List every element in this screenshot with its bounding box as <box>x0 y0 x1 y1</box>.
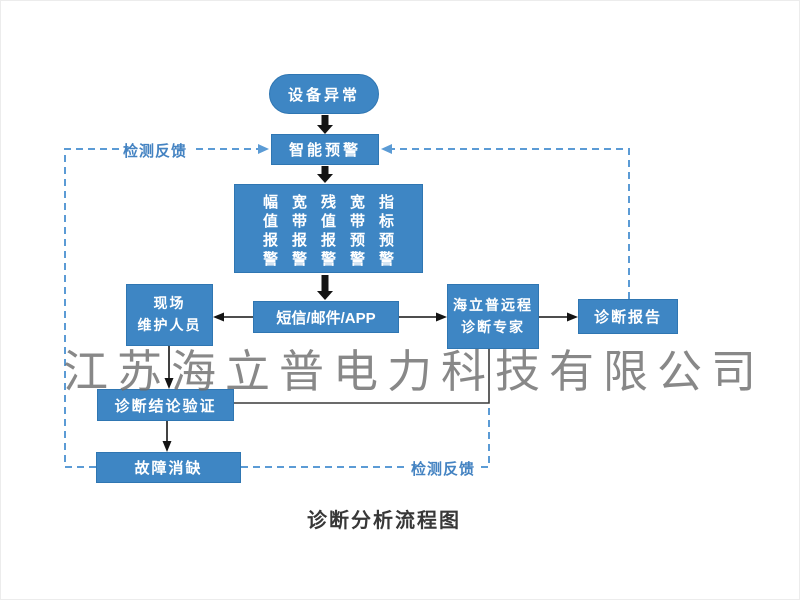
node-diagnosis-report: 诊断报告 <box>578 299 678 334</box>
node-label-line1: 现场 <box>153 295 186 312</box>
feedback-label-bottom: 检测反馈 <box>407 457 480 480</box>
node-fault-elimination: 故障消缺 <box>96 452 241 483</box>
node-label: 故障消缺 <box>134 460 203 477</box>
node-label: 诊断报告 <box>593 309 662 326</box>
arrow-right-icon <box>258 144 269 154</box>
node-label-line1: 海立普远程 <box>453 296 533 313</box>
node-label-line2: 维护人员 <box>137 317 202 333</box>
node-label: 诊断结论验证 <box>114 397 217 415</box>
node-intelligent-warning: 智能预警 <box>271 134 379 165</box>
node-label: 短信/邮件/APP <box>276 309 376 327</box>
alarm-type-column: 指标预警 <box>379 194 395 268</box>
arrow-down-icon <box>317 115 333 134</box>
arrow-down-icon <box>164 346 174 389</box>
arrow-down-icon <box>317 275 333 300</box>
feedback-label-top: 检测反馈 <box>119 139 192 162</box>
alarm-type-column: 宽带报警 <box>292 194 308 268</box>
node-equipment-abnormal: 设备异常 <box>269 74 379 114</box>
arrow-right-icon <box>399 312 447 322</box>
node-label-line2: 诊断专家 <box>461 318 525 335</box>
node-notification-channels: 短信/邮件/APP <box>253 301 399 333</box>
node-conclusion-verification: 诊断结论验证 <box>97 389 234 421</box>
node-label: 智能预警 <box>288 142 361 159</box>
node-alarm-types: 幅值报警 宽带报警 残值报警 宽带预警 指标预警 <box>234 184 423 273</box>
arrow-left-icon <box>381 144 392 154</box>
arrow-left-icon <box>213 312 253 322</box>
node-remote-diagnosis-expert: 海立普远程 诊断专家 <box>447 284 539 349</box>
feedback-loop-right <box>391 148 630 299</box>
alarm-type-column: 宽带预警 <box>350 194 366 268</box>
alarm-type-column: 残值报警 <box>321 194 337 268</box>
expert-to-verification-connector <box>234 349 490 404</box>
diagram-title: 诊断分析流程图 <box>307 510 461 532</box>
feedback-loop-bottom <box>241 405 490 468</box>
node-label: 设备异常 <box>287 86 360 104</box>
node-field-maintenance-staff: 现场 维护人员 <box>126 284 213 346</box>
arrow-down-icon <box>317 166 333 183</box>
arrow-right-icon <box>539 312 578 322</box>
arrow-down-icon <box>162 421 172 452</box>
alarm-type-column: 幅值报警 <box>263 194 279 268</box>
